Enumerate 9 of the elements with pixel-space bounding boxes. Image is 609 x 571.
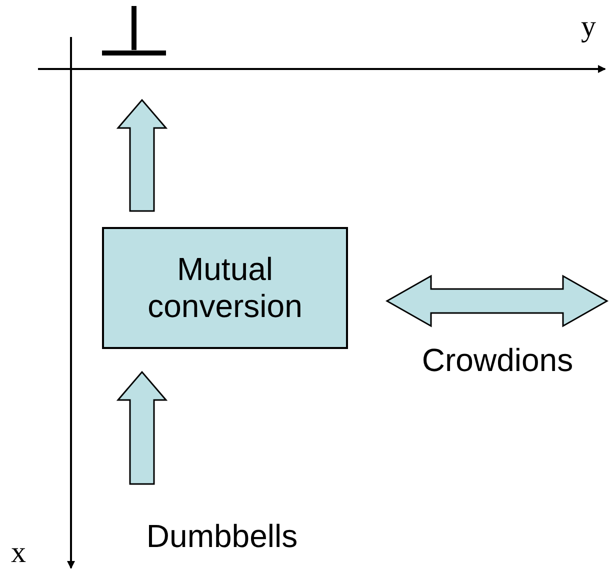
node-label: Dumbbells <box>146 518 298 554</box>
block-arrow <box>385 274 609 328</box>
block-arrow <box>116 370 168 485</box>
axis-label: y <box>581 12 596 42</box>
axis-label: x <box>11 538 26 568</box>
block-arrow <box>116 98 168 212</box>
process-box <box>102 227 348 349</box>
box-label: Mutual conversion <box>146 251 304 325</box>
node-label: Crowdions <box>422 342 574 378</box>
